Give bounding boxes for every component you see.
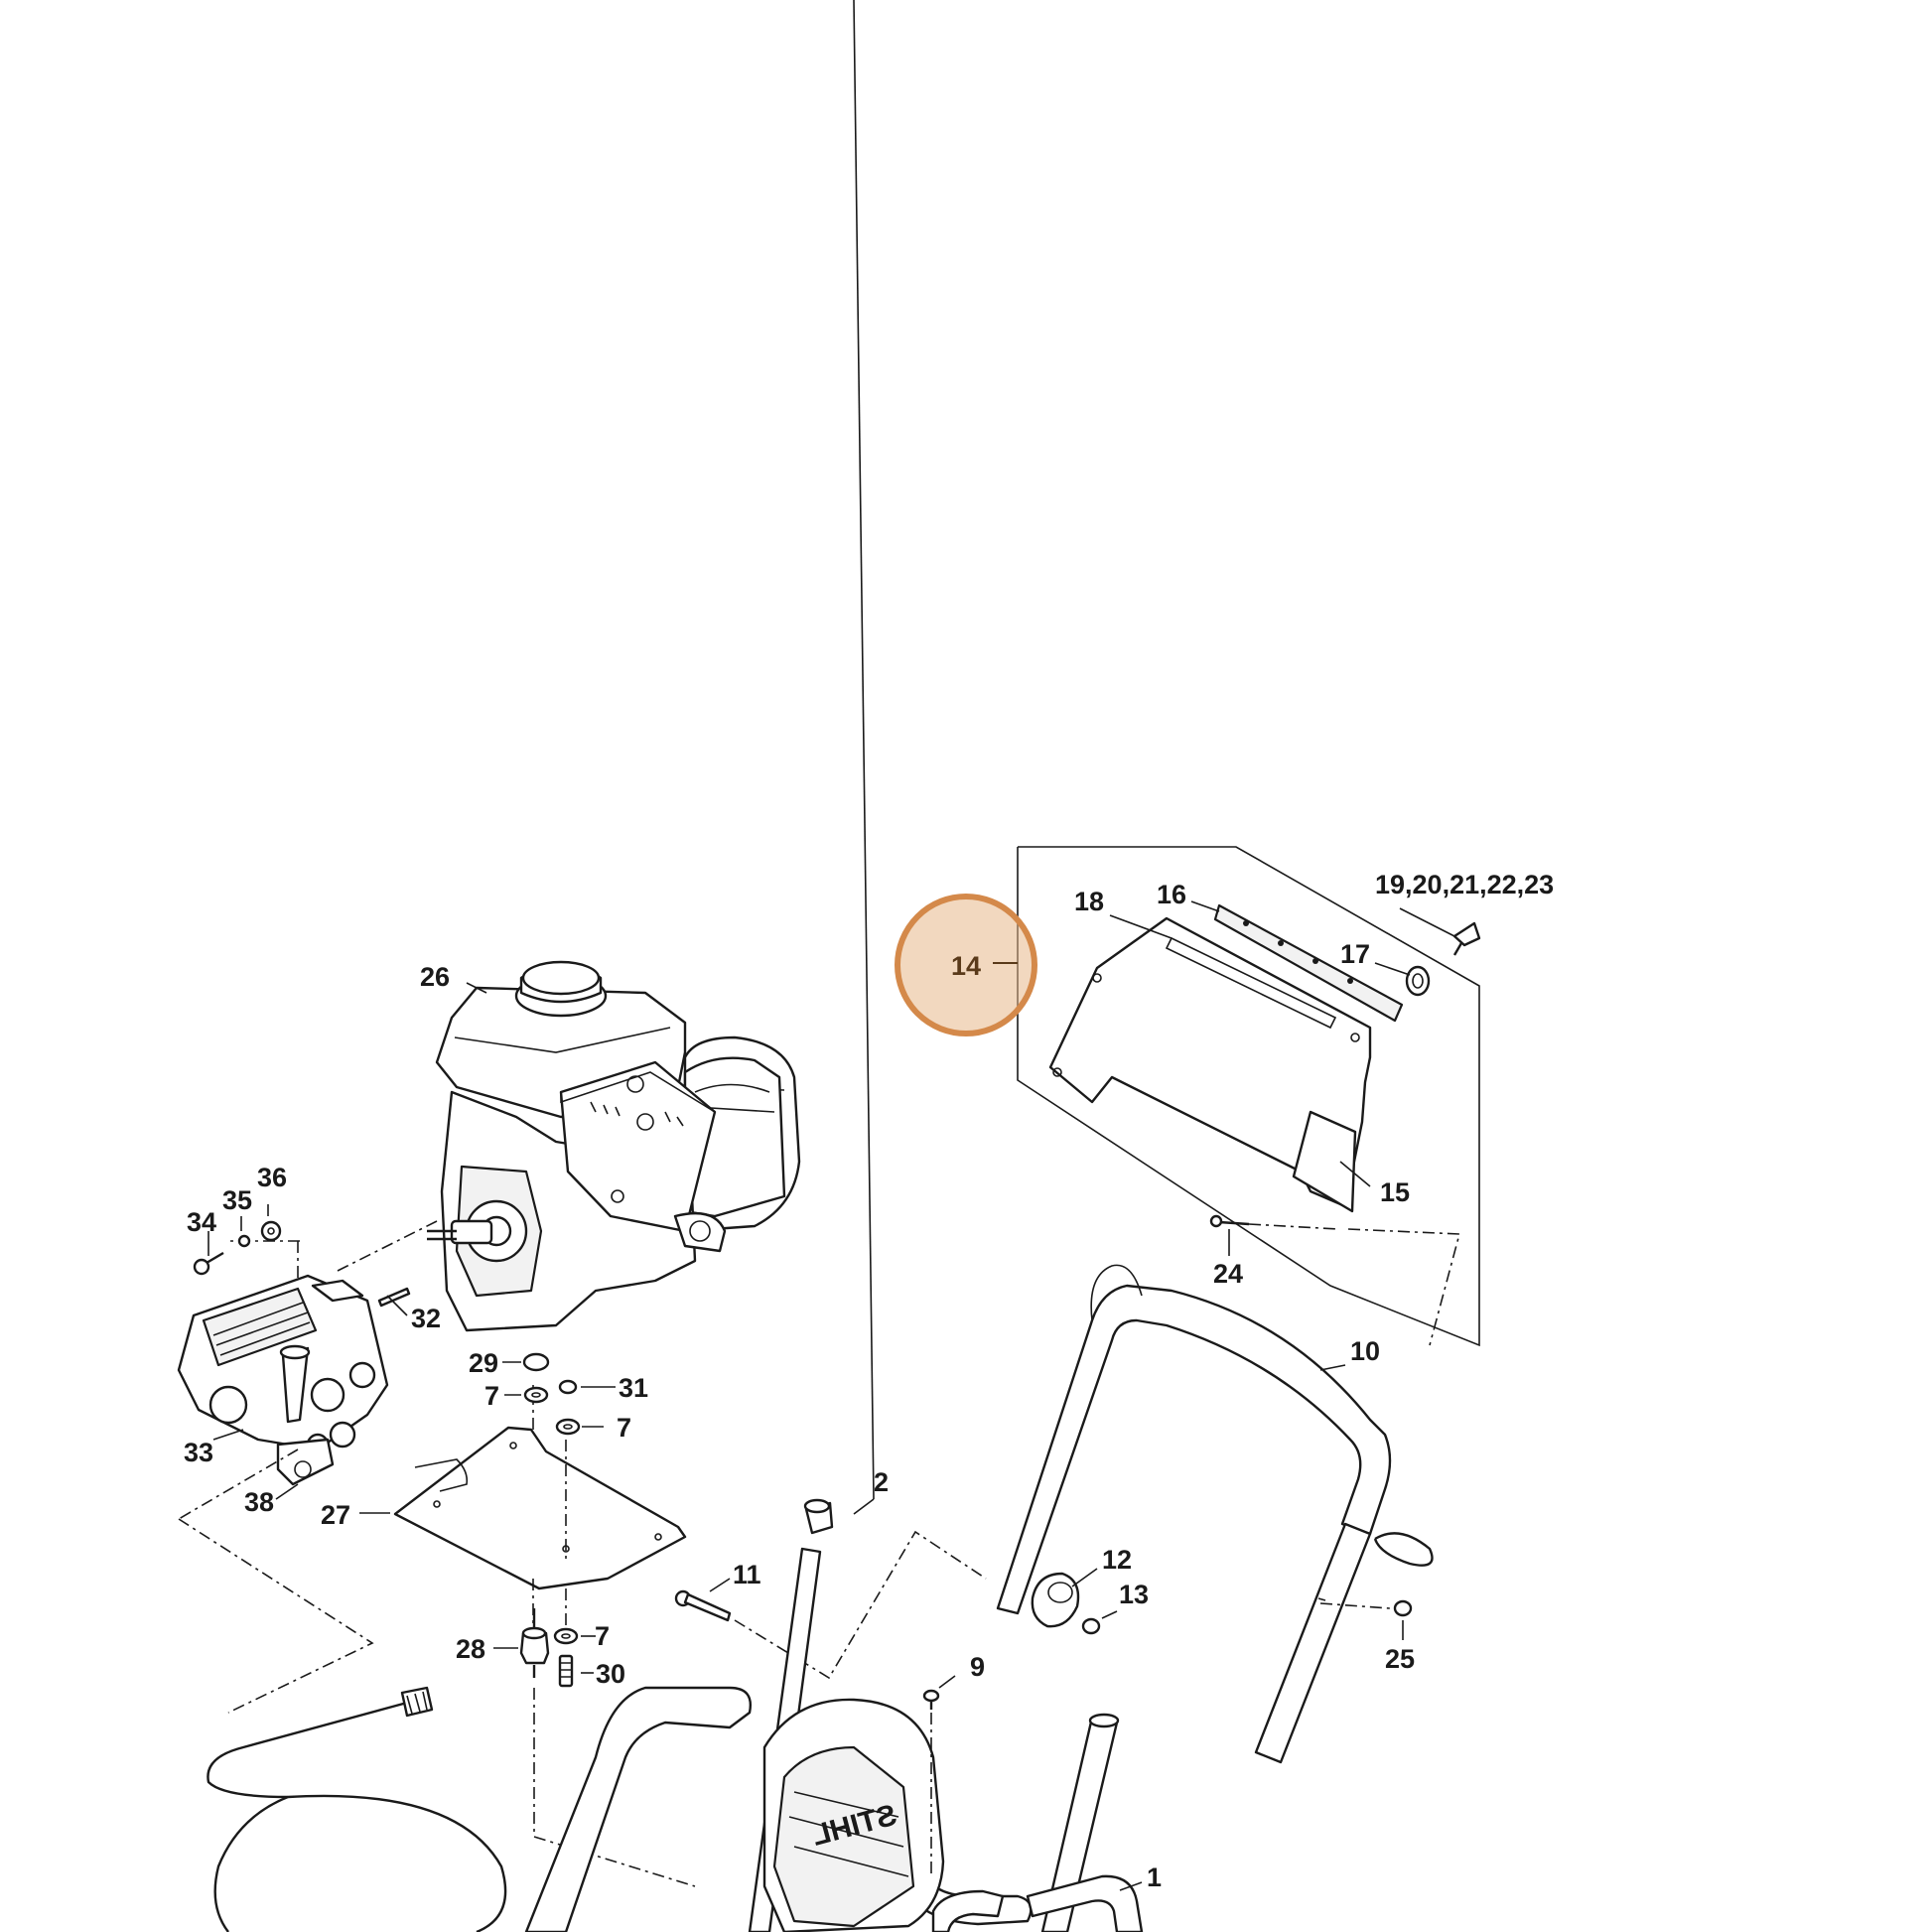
label-36: 36	[257, 1163, 287, 1192]
label-32: 32	[411, 1304, 441, 1333]
washer-7b[interactable]	[555, 1418, 581, 1436]
highlight-marker-14[interactable]: 14	[895, 894, 1037, 1036]
label-38: 38	[244, 1487, 274, 1517]
part-number-labels: 1 2 7 7 7 9 10 11 12 13 15 16 17 18 19,2…	[184, 870, 1554, 1892]
label-19-23: 19,20,21,22,23	[1375, 870, 1554, 899]
pump-bolt[interactable]	[193, 1251, 224, 1276]
cover-screw[interactable]	[1452, 921, 1481, 956]
handle-lower-tube[interactable]	[1254, 1522, 1372, 1764]
nut-31[interactable]	[558, 1379, 578, 1395]
pump-washer-small[interactable]	[237, 1234, 251, 1248]
pin-9[interactable]	[922, 1689, 940, 1710]
label-30: 30	[596, 1659, 625, 1689]
label-33: 33	[184, 1438, 213, 1467]
label-18: 18	[1074, 887, 1104, 916]
wheel-frame[interactable]: STIHL	[524, 1498, 1144, 1932]
grommet[interactable]	[1405, 965, 1431, 997]
label-11: 11	[733, 1560, 761, 1589]
cover-assembly-group	[1017, 846, 1481, 1347]
label-plate[interactable]	[1292, 1110, 1357, 1213]
label-16: 16	[1157, 880, 1186, 909]
hex-nut-13[interactable]	[1081, 1617, 1101, 1635]
label-35: 35	[222, 1185, 252, 1215]
washer-7c[interactable]	[553, 1627, 579, 1645]
label-28: 28	[456, 1634, 485, 1664]
label-7c: 7	[595, 1621, 610, 1651]
label-9: 9	[970, 1652, 985, 1682]
label-14: 14	[951, 951, 981, 981]
label-25: 25	[1385, 1644, 1415, 1674]
label-31: 31	[619, 1373, 648, 1403]
washer-7a[interactable]	[523, 1386, 549, 1404]
vibration-mount[interactable]	[519, 1608, 550, 1678]
label-13: 13	[1119, 1580, 1149, 1609]
label-12: 12	[1102, 1545, 1132, 1575]
label-29: 29	[469, 1348, 498, 1378]
label-15: 15	[1380, 1177, 1410, 1207]
frame-bolt[interactable]	[674, 1589, 732, 1622]
engine-base-plate[interactable]	[393, 1426, 687, 1590]
handle-clip[interactable]	[1373, 1532, 1434, 1567]
label-27: 27	[321, 1500, 350, 1530]
suction-hose[interactable]	[207, 1686, 507, 1932]
label-7a: 7	[484, 1381, 499, 1411]
label-24: 24	[1213, 1259, 1243, 1289]
mounting-strip[interactable]	[1213, 903, 1404, 1023]
nut-29[interactable]	[522, 1352, 550, 1372]
label-17: 17	[1340, 939, 1370, 969]
nut-25[interactable]	[1393, 1599, 1413, 1617]
pump-washer[interactable]	[260, 1220, 282, 1242]
screw-24[interactable]	[1209, 1214, 1339, 1256]
engine[interactable]	[427, 960, 801, 1332]
pressure-pump[interactable]	[177, 1274, 389, 1486]
label-10: 10	[1350, 1336, 1380, 1366]
label-1: 1	[1147, 1863, 1162, 1892]
shaft-key[interactable]	[377, 1287, 411, 1316]
label-26: 26	[420, 962, 450, 992]
label-7b: 7	[617, 1413, 631, 1443]
label-2: 2	[874, 1467, 889, 1497]
handle-knob[interactable]	[1031, 1572, 1080, 1628]
label-34: 34	[187, 1207, 216, 1237]
bolt-30[interactable]	[558, 1654, 574, 1688]
